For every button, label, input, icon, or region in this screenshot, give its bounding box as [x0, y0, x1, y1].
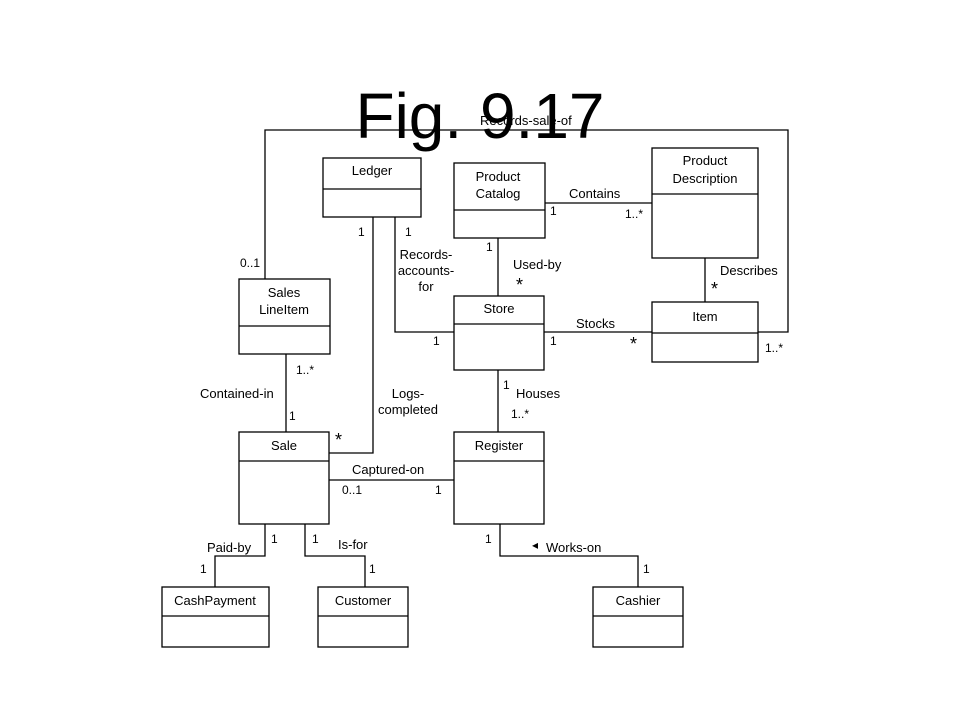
item-box [651, 301, 759, 363]
ledger-name: Ledger [352, 163, 393, 178]
records-sale-of-line [264, 129, 789, 333]
paid-by-label: Paid-by [207, 540, 252, 555]
association-lines [214, 129, 789, 587]
is-for-label: Is-for [338, 537, 368, 552]
logs-completed-mult-a: 1 [358, 225, 365, 239]
logs-completed-label-line1: Logs- [392, 386, 425, 401]
stocks-mult-a: 1 [550, 334, 557, 348]
records-accounts-for-mult-b: 1 [433, 334, 440, 348]
contained-in-mult-b: 1 [289, 409, 296, 423]
paid-by-mult-b: 1 [200, 562, 207, 576]
class-product-catalog: Product Catalog [453, 162, 546, 239]
product-description-name-line1: Product [683, 153, 728, 168]
customer-name: Customer [335, 593, 392, 608]
paid-by-line [214, 524, 266, 587]
cash-payment-name: CashPayment [174, 593, 256, 608]
contained-in-mult-a: 1..* [296, 363, 314, 377]
captured-on-mult-a: 0..1 [342, 483, 362, 497]
works-on-label: Works-on [546, 540, 601, 555]
ledger-box [322, 157, 422, 218]
product-catalog-name-line2: Catalog [476, 186, 521, 201]
contains-mult-b: 1..* [625, 207, 643, 221]
class-register: Register [453, 431, 545, 525]
describes-label: Describes [720, 263, 778, 278]
sale-box [238, 431, 330, 525]
contains-label: Contains [569, 186, 621, 201]
describes-mult-a: * [711, 279, 718, 299]
works-on-mult-a: 1 [485, 532, 492, 546]
logs-completed-label-line2: completed [378, 402, 438, 417]
store-box [453, 295, 545, 371]
class-cashier: Cashier [592, 586, 684, 648]
class-item: Item [651, 301, 759, 363]
cashier-name: Cashier [616, 593, 661, 608]
association-labels: Records-sale-of 0..1 1..* Records- accou… [200, 113, 783, 576]
is-for-mult-a: 1 [312, 532, 319, 546]
houses-label: Houses [516, 386, 561, 401]
is-for-line [304, 524, 366, 587]
customer-box [317, 586, 409, 648]
works-on-line [499, 524, 639, 587]
sale-name: Sale [271, 438, 297, 453]
records-accounts-for-mult-a: 1 [405, 225, 412, 239]
class-sales-line-item: Sales LineItem [238, 278, 331, 355]
records-accounts-for-label-line3: for [418, 279, 434, 294]
product-catalog-name-line1: Product [476, 169, 521, 184]
records-accounts-for-label-line1: Records- [400, 247, 453, 262]
class-product-description: Product Description [651, 147, 759, 259]
stocks-label: Stocks [576, 316, 616, 331]
class-customer: Customer [317, 586, 409, 648]
used-by-mult-a: 1 [486, 240, 493, 254]
captured-on-label: Captured-on [352, 462, 424, 477]
logs-completed-line [329, 217, 374, 454]
store-name: Store [483, 301, 514, 316]
product-description-box [651, 147, 759, 259]
captured-on-mult-b: 1 [435, 483, 442, 497]
cashier-box [592, 586, 684, 648]
records-sale-of-label: Records-sale-of [480, 113, 572, 128]
is-for-mult-b: 1 [369, 562, 376, 576]
works-on-arrow-icon: ◂ [532, 538, 538, 552]
item-name: Item [692, 309, 717, 324]
records-accounts-for-line [394, 217, 454, 333]
figure-title: Fig. 9.17 [355, 80, 605, 152]
class-sale: Sale [238, 431, 330, 525]
sales-line-item-box [238, 278, 331, 355]
logs-completed-mult-b: * [335, 430, 342, 450]
class-cash-payment: CashPayment [161, 586, 270, 648]
class-ledger: Ledger [322, 157, 422, 218]
register-box [453, 431, 545, 525]
product-description-name-line2: Description [672, 171, 737, 186]
sales-line-item-name-line2: LineItem [259, 302, 309, 317]
used-by-label: Used-by [513, 257, 562, 272]
cash-payment-box [161, 586, 270, 648]
records-accounts-for-label-line2: accounts- [398, 263, 454, 278]
used-by-mult-b: * [516, 275, 523, 295]
stocks-mult-b: * [630, 334, 637, 354]
register-name: Register [475, 438, 524, 453]
works-on-mult-b: 1 [643, 562, 650, 576]
contained-in-label: Contained-in [200, 386, 274, 401]
contains-mult-a: 1 [550, 204, 557, 218]
product-catalog-box [453, 162, 546, 239]
houses-mult-b: 1..* [511, 407, 529, 421]
records-sale-of-mult-b: 1..* [765, 341, 783, 355]
class-store: Store [453, 295, 545, 371]
houses-mult-a: 1 [503, 378, 510, 392]
sales-line-item-name-line1: Sales [268, 285, 301, 300]
records-sale-of-mult-a: 0..1 [240, 256, 260, 270]
paid-by-mult-a: 1 [271, 532, 278, 546]
